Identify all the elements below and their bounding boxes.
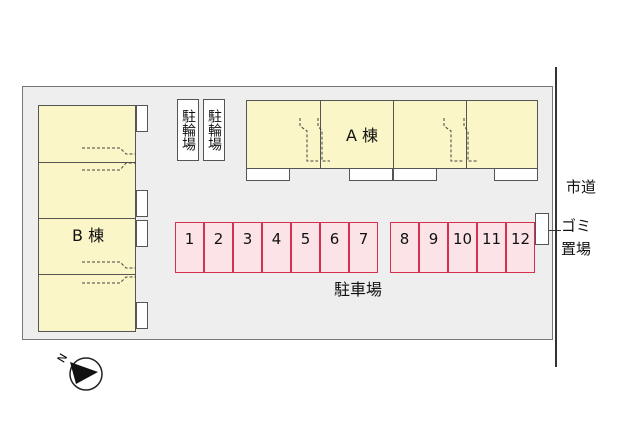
- building-b-balcony: [136, 302, 148, 329]
- stair-outline: [82, 276, 136, 284]
- garbage-leader-line: [549, 230, 561, 231]
- unit-divider: [39, 218, 135, 219]
- compass-needle: [70, 362, 98, 384]
- building-a-balcony: [349, 168, 393, 181]
- city-road-line: [555, 67, 557, 367]
- building-b: [38, 105, 136, 332]
- parking-space: 2: [204, 222, 233, 273]
- parking-space: 10: [448, 222, 477, 273]
- building-b-label: B 棟: [72, 226, 105, 245]
- north-arrow-icon: N: [55, 351, 103, 391]
- unit-divider: [393, 101, 394, 168]
- garbage-station: [535, 213, 549, 245]
- stair-outline: [82, 261, 136, 269]
- building-b-balcony: [136, 105, 148, 132]
- stair-outline: [82, 162, 136, 171]
- garbage-label-line2: 置場: [561, 240, 592, 258]
- garbage-label-line1: ゴミ: [561, 217, 592, 235]
- stair-outline: [443, 118, 464, 162]
- bicycle-parking-2: 駐輪場: [203, 99, 225, 161]
- parking-space: 5: [291, 222, 320, 273]
- parking-space: 3: [233, 222, 262, 273]
- building-a-label: A 棟: [346, 126, 379, 145]
- parking-lot-label: 駐車場: [334, 280, 383, 299]
- building-a-balcony: [494, 168, 538, 181]
- parking-space: 6: [320, 222, 349, 273]
- stair-outline: [463, 118, 478, 162]
- unit-divider: [466, 101, 467, 168]
- parking-space: 7: [349, 222, 378, 273]
- city-road-label: 市道: [566, 178, 597, 196]
- stair-outline: [317, 118, 330, 162]
- parking-space: 12: [506, 222, 535, 273]
- parking-space: 11: [477, 222, 506, 273]
- building-b-balcony: [136, 190, 148, 217]
- parking-space: 4: [262, 222, 291, 273]
- bicycle-parking-1: 駐輪場: [177, 99, 199, 161]
- unit-divider: [39, 274, 135, 275]
- building-a-balcony: [393, 168, 437, 181]
- parking-space: 1: [175, 222, 204, 273]
- stair-outline: [82, 147, 136, 155]
- unit-divider: [39, 162, 135, 163]
- parking-space: 8: [390, 222, 419, 273]
- unit-divider: [320, 101, 321, 168]
- stair-outlines: [82, 118, 478, 284]
- parking-space: 9: [419, 222, 448, 273]
- building-b-balcony: [136, 220, 148, 247]
- stair-outline: [299, 118, 318, 162]
- building-a-balcony: [246, 168, 290, 181]
- north-letter: N: [55, 351, 70, 365]
- building-a: [246, 100, 538, 169]
